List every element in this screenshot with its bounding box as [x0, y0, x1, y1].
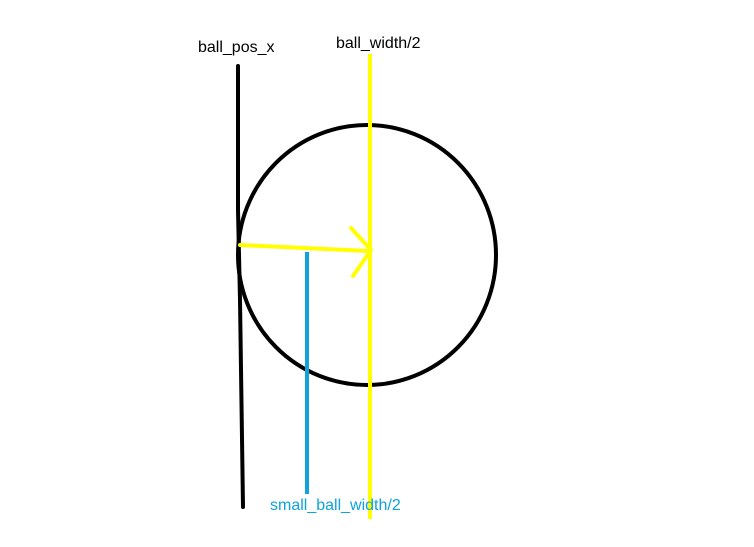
small-ball-width-label: small_ball_width/2 — [270, 497, 401, 514]
ball-pos-x-line — [236, 64, 245, 509]
arrow-head — [349, 226, 373, 278]
ball-width-label: ball_width/2 — [336, 35, 421, 52]
ball-pos-x-label: ball_pos_x — [198, 39, 275, 56]
arrow-shaft — [238, 243, 370, 253]
